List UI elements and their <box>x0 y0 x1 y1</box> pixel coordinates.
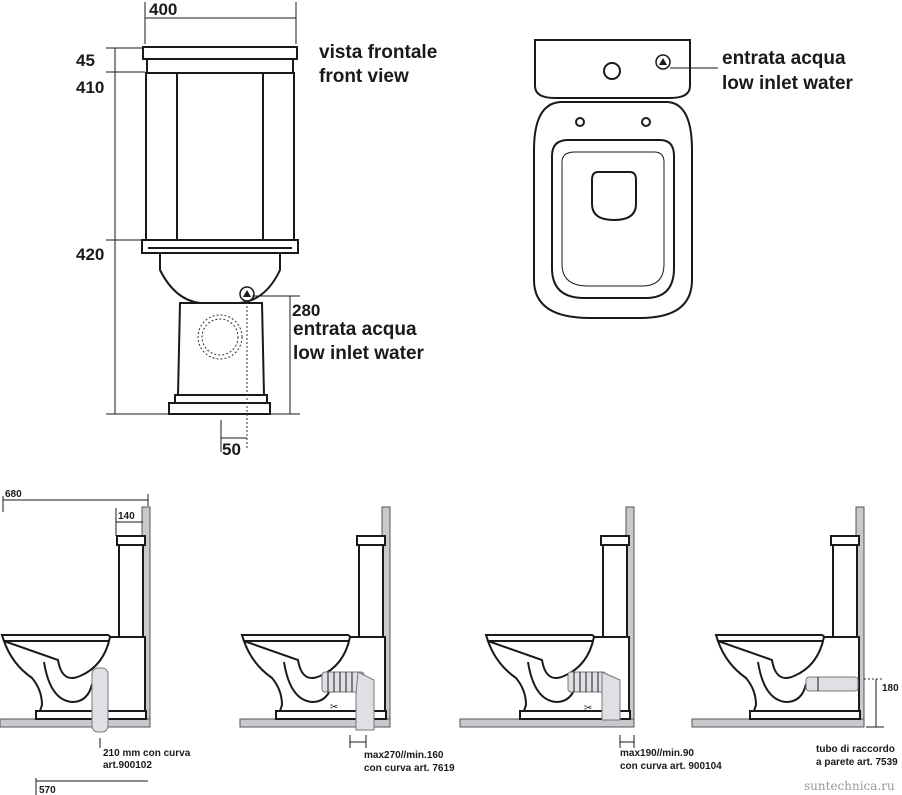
front-inlet-label-en: low inlet water <box>293 343 425 364</box>
pedestal-base <box>168 402 271 415</box>
inlet-height-dimension: 280 <box>252 295 320 415</box>
cistern-base-rim <box>141 239 299 254</box>
side-view-2: ✂ max270//min.160 con curva art. 7619 <box>239 506 455 774</box>
dim-lid-label: 45 <box>76 51 95 70</box>
seat-inner-ring <box>551 139 675 299</box>
outlet-offset-dimension: 50 <box>220 420 247 459</box>
inlet-marker-icon <box>239 286 255 302</box>
side-view-4: 180 tubo di raccordo a parete art. 7539 <box>691 506 899 768</box>
watermark: suntechnica.ru <box>804 779 895 793</box>
front-view: 400 45 410 420 <box>76 0 437 459</box>
seat-hinge-left <box>575 117 585 127</box>
note-3-line-2: con curva art. 900104 <box>620 761 722 772</box>
dim-width-label: 400 <box>149 0 177 19</box>
front-view-height-dimensions: 45 410 420 <box>76 47 170 415</box>
dim-tank-offset-label: 140 <box>118 511 135 522</box>
bowl-opening <box>591 171 637 222</box>
note-3-line-1: max190//min.90 <box>620 748 694 759</box>
dim-depth-label: 680 <box>5 489 22 500</box>
top-view: entrata acqua low inlet water <box>533 39 854 319</box>
cistern-lid <box>142 46 298 60</box>
seat-hinge-right <box>641 117 651 127</box>
front-inlet-label-it: entrata acqua <box>293 319 417 340</box>
top-inlet-label-en: low inlet water <box>722 73 854 94</box>
front-view-width-dimension: 400 <box>144 0 297 44</box>
cistern-lid-band <box>146 58 294 74</box>
cut-marker-3-icon: ✂ <box>584 703 592 714</box>
bend-pipe-2 <box>355 671 375 731</box>
note-4-line-2: a parete art. 7539 <box>816 757 898 768</box>
side-view-3: ✂ max190//min.90 con curva art. 900104 <box>459 506 722 772</box>
dim-bowl-label: 420 <box>76 245 104 264</box>
bend-pipe-3 <box>601 671 621 721</box>
dim-tank-label: 410 <box>76 78 104 97</box>
note-1-line-1: 210 mm con curva <box>103 748 191 759</box>
outlet-pipe-1 <box>91 667 109 733</box>
pedestal-foot <box>174 394 268 404</box>
pedestal-front <box>176 302 266 396</box>
top-inlet-label-it: entrata acqua <box>722 48 846 69</box>
cistern-body <box>145 72 295 241</box>
front-view-title-en: front view <box>319 66 409 87</box>
note-2-line-2: con curva art. 7619 <box>364 763 455 774</box>
dim-outlet-label: 50 <box>222 440 241 459</box>
cut-marker-icon: ✂ <box>330 702 338 713</box>
note-4-line-1: tubo di raccordo <box>816 744 895 755</box>
note-2-line-1: max270//min.160 <box>364 750 444 761</box>
outlet-position <box>197 314 243 360</box>
front-view-title-it: vista frontale <box>319 42 437 63</box>
dim-outlet-height-label: 180 <box>882 683 899 694</box>
cistern-top <box>534 39 691 99</box>
top-inlet-marker-icon <box>655 54 671 70</box>
dim-outlet-distance-label: 570 <box>39 785 56 795</box>
flush-button <box>603 62 621 80</box>
seat-outline <box>533 101 693 319</box>
dim-inlet-height-label: 280 <box>292 301 320 320</box>
note-1-line-2: art.900102 <box>103 760 152 771</box>
side-view-1: 680 140 210 mm con curva art.900102 570 <box>0 489 191 795</box>
wall-connector-pipe-4 <box>805 676 859 692</box>
